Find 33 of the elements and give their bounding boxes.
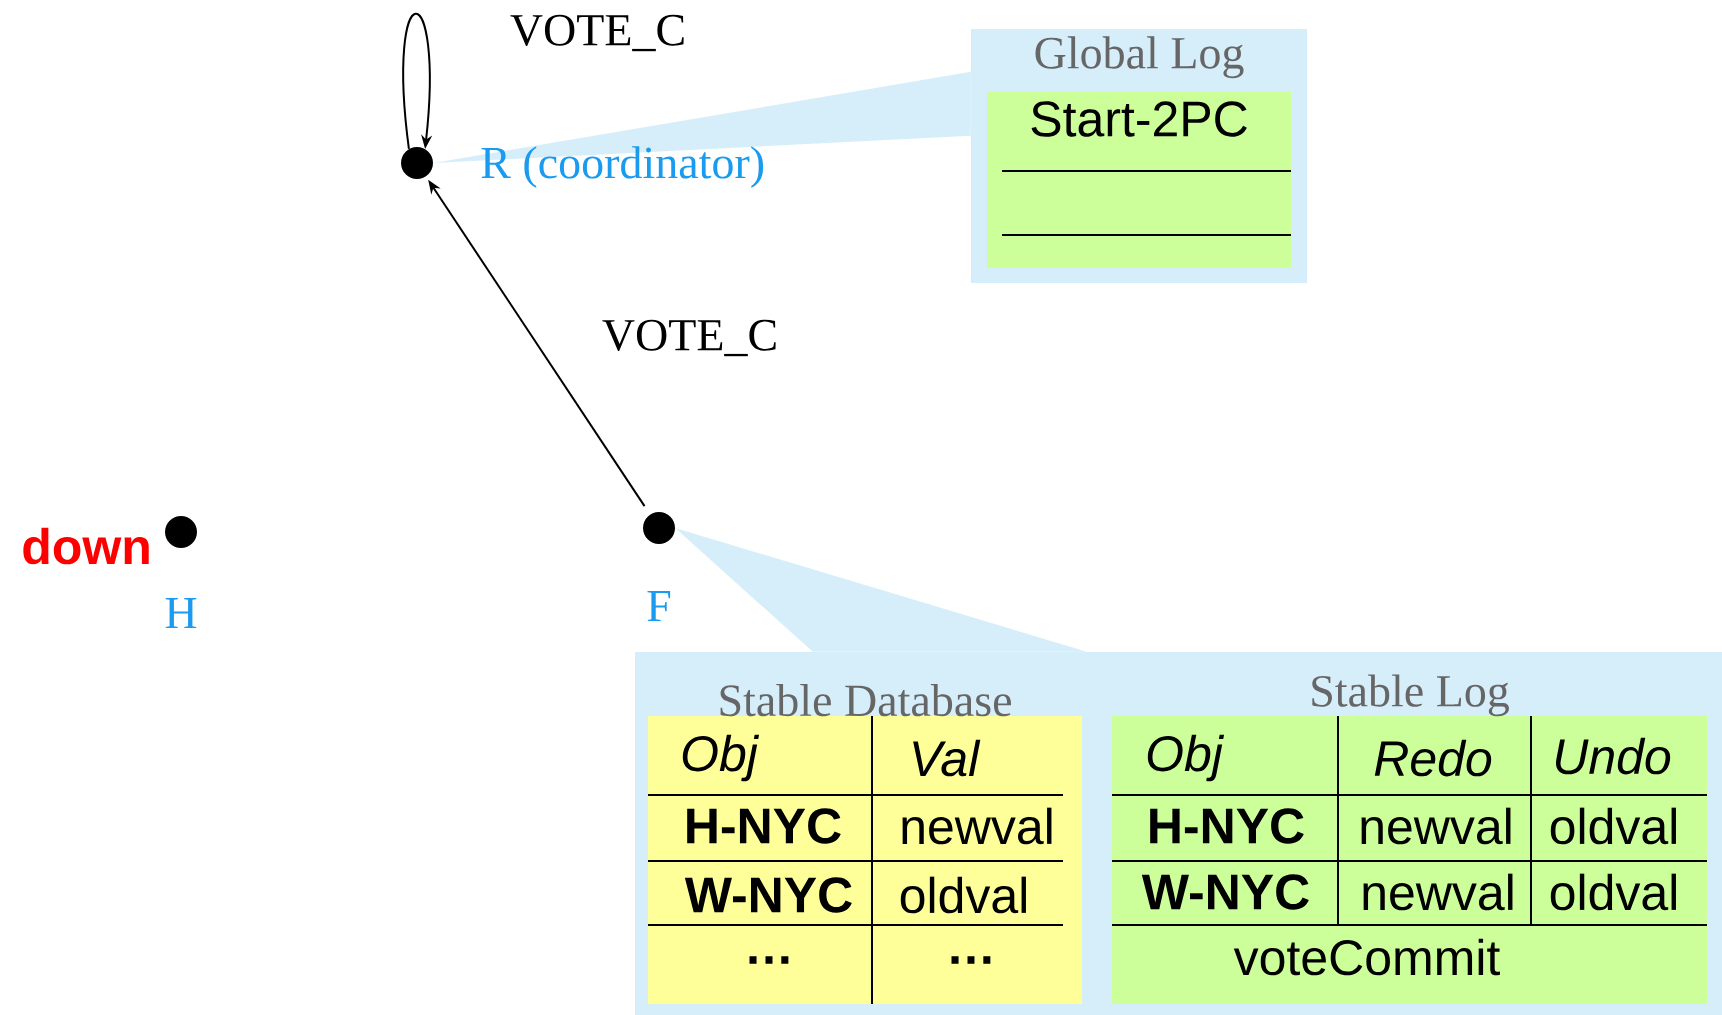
- table-cell: …: [749, 956, 789, 964]
- table-cell: …: [951, 956, 991, 964]
- table-cell: Redo: [1374, 739, 1492, 777]
- node-label: H: [165, 597, 197, 629]
- table-cell: Obj: [682, 734, 760, 782]
- node-label: R (coordinator): [481, 146, 764, 188]
- callout-wedge: [433, 71, 971, 163]
- node-label: Stable Database: [720, 683, 1011, 717]
- table-cell: Undo: [1556, 737, 1671, 775]
- table-cell: W-NYC: [1141, 874, 1309, 910]
- node-label: F: [647, 590, 671, 622]
- callout-wedge: [675, 528, 1087, 652]
- table-cell: oldval: [1550, 807, 1676, 845]
- table-cell: H-NYC: [687, 808, 841, 844]
- table-cell: Obj: [1147, 734, 1225, 782]
- table-cell: newval: [1363, 873, 1513, 911]
- table-cell: oldval: [1550, 873, 1676, 911]
- table-cell: newval: [1361, 807, 1511, 845]
- table-cell: H-NYC: [1150, 808, 1304, 844]
- node-label: Stable Log: [1312, 674, 1509, 717]
- log-table: Start-2PC: [987, 92, 1291, 268]
- dot: [643, 512, 675, 544]
- edge-label: VOTE_C: [599, 317, 781, 359]
- table-cell: oldval: [900, 876, 1026, 914]
- loop-arrow: [402, 12, 433, 150]
- edge-label: VOTE_C: [507, 12, 689, 54]
- table-cell: W-NYC: [684, 877, 852, 913]
- dot: [165, 516, 197, 548]
- table-cell: voteCommit: [1233, 938, 1500, 976]
- dot: [401, 147, 433, 179]
- table-cell: newval: [902, 807, 1052, 845]
- node-label: down: [23, 527, 149, 565]
- table-cell: Val: [913, 739, 981, 777]
